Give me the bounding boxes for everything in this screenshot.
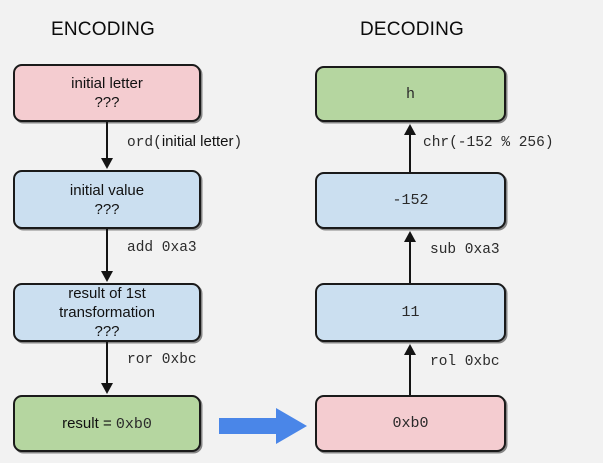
encoding-to-decoding-arrow-icon <box>219 408 307 444</box>
encoding-column-title: ENCODING <box>51 19 155 40</box>
node-eleven: 11 <box>315 283 506 342</box>
node-first-transformation-line1: result of 1st <box>68 285 146 302</box>
node-first-transformation-line2: transformation <box>59 304 155 321</box>
node-initial-letter-line2: ??? <box>94 94 120 111</box>
node-initial-value-line2: ??? <box>94 200 120 218</box>
edge-label-add: add 0xa3 <box>127 240 197 256</box>
node-neg152-value: -152 <box>392 192 429 209</box>
edge-label-ord: ord(initial letter) <box>127 133 242 151</box>
edge-arrowhead-sub <box>404 231 416 242</box>
edge-label-ror: ror 0xbc <box>127 352 197 368</box>
edge-line-ror <box>106 342 108 384</box>
node-neg152: -152 <box>315 172 506 229</box>
node-encoded-input: 0xb0 <box>315 395 506 452</box>
edge-arrowhead-ord <box>101 158 113 169</box>
node-decoded-letter: h <box>315 66 506 122</box>
edge-label-sub: sub 0xa3 <box>430 242 500 258</box>
node-initial-value: initial value ??? <box>13 170 201 229</box>
edge-line-rol <box>409 353 411 396</box>
edge-label-ord-prefix: ord( <box>127 135 162 151</box>
node-first-transformation: result of 1st transformation ??? <box>13 283 201 342</box>
node-initial-letter: initial letter ??? <box>13 64 201 122</box>
edge-line-ord <box>106 122 108 160</box>
node-encoded-result-prefix: result = <box>62 414 116 432</box>
edge-label-ord-arg: initial letter <box>161 133 234 150</box>
node-first-transformation-line3: ??? <box>94 323 120 340</box>
edge-arrowhead-add <box>101 271 113 282</box>
node-encoded-result: result = 0xb0 <box>13 395 201 452</box>
edge-label-ord-suffix: ) <box>233 135 243 151</box>
edge-label-chr: chr(-152 % 256) <box>423 135 554 151</box>
node-initial-value-line1: initial value <box>69 181 145 199</box>
edge-arrowhead-ror <box>101 383 113 394</box>
edge-line-chr <box>409 133 411 173</box>
decoding-column-title: DECODING <box>360 19 464 40</box>
node-initial-letter-line1: initial letter <box>71 75 143 92</box>
node-eleven-value: 11 <box>401 304 420 321</box>
edge-arrowhead-rol <box>404 344 416 355</box>
edge-line-sub <box>409 240 411 284</box>
node-encoded-result-value: 0xb0 <box>115 415 152 433</box>
edge-label-rol: rol 0xbc <box>430 354 500 370</box>
node-decoded-letter-value: h <box>405 85 415 103</box>
edge-arrowhead-chr <box>404 124 416 135</box>
node-encoded-input-value: 0xb0 <box>392 415 429 432</box>
edge-line-add <box>106 229 108 272</box>
